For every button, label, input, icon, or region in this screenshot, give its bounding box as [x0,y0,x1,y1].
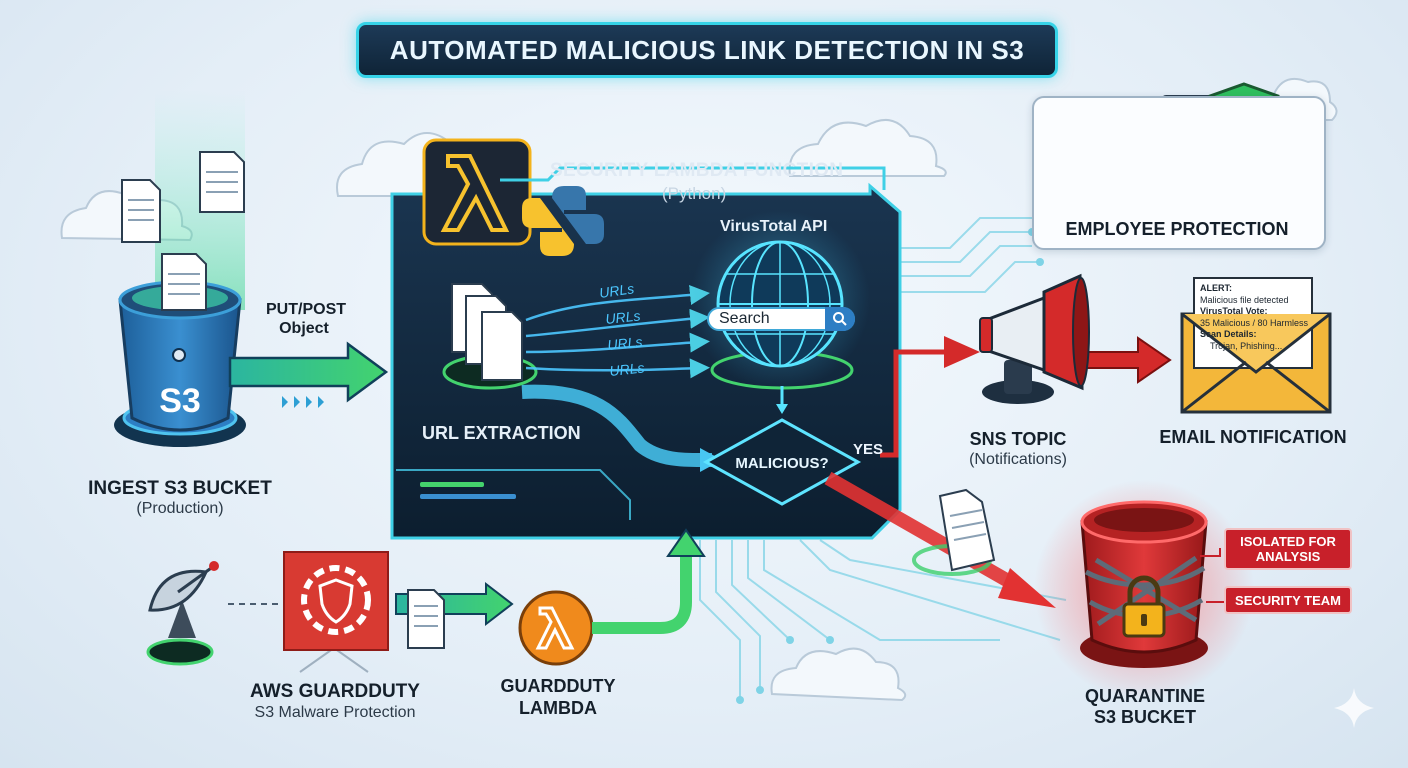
sns-title: SNS TOPIC [969,429,1067,449]
put-post-line1: PUT/POST [266,301,347,318]
alert-path [880,336,1172,458]
alert-line-5: Scan Details: [1200,329,1257,339]
document-lines [128,171,238,295]
url-label-4: URLs [609,359,645,379]
chain-icon [1084,555,1206,627]
guardduty-lambda-line2: LAMBDA [519,698,597,718]
put-post-label: PUT/POST Object [266,300,347,338]
search-icon [833,312,847,326]
url-label-1: URLs [598,280,635,301]
quarantine-title-line2: S3 BUCKET [1093,707,1196,727]
megaphone-icon [979,273,1090,404]
email-title: EMAIL NOTIFICATION [1159,427,1347,447]
panel-header-frame [500,166,886,190]
satellite-dish-icon [146,561,219,666]
alert-line-3: VirusTotal Vote: [1200,306,1268,316]
quarantine-connectors [1200,548,1226,603]
python-icon [522,186,604,256]
employee-protection-card [1032,96,1326,250]
guardduty-title: AWS GUARDDUTY [250,681,420,702]
url-label-2: URLs [605,307,641,327]
lambda-panel-title: SECURITY LAMBDA FUNCTION [550,160,844,181]
ingest-title: INGEST S3 BUCKET [88,478,272,499]
put-post-line2: Object [279,320,329,337]
virustotal-label: VirusTotal API [720,218,828,235]
envelope-icon [1180,277,1332,414]
shield-gear-icon [283,551,389,673]
guardduty-lambda-line1: GUARDDUTY [500,676,616,696]
guardduty-arrowhead [666,528,706,557]
search-placeholder: Search [719,310,770,327]
guardduty-lambda-icon [518,590,594,666]
guardduty-arrow [395,581,514,649]
url-labels: URLs URLs URLs URLs [598,280,645,379]
guardduty-subtitle: S3 Malware Protection [254,704,416,721]
alert-line-4: 35 Malicious / 80 Harmless [1200,317,1309,328]
quarantine-title-line1: QUARANTINE [1085,686,1205,706]
lock-icon [1122,575,1166,638]
circuit-traces [699,217,1067,700]
globe-arrowhead [776,404,788,414]
lambda-panel-subtitle: (Python) [662,184,727,203]
url-stream [525,285,710,379]
alert-line-6: Trojan, Phishing... [1210,340,1283,351]
decision-label: MALICIOUS? [735,455,828,472]
extraction-to-decision-arrow [521,384,713,468]
url-documents-icon [442,283,538,390]
isolated-tag: ISOLATED FOR ANALYSIS [1224,528,1352,570]
lambda-icon [422,138,532,246]
alert-line-1: ALERT: [1200,283,1232,293]
put-object-arrow [228,341,389,408]
quarantine-path [824,471,1056,608]
employee-protection-title: EMPLOYEE PROTECTION [1065,219,1289,239]
s3-bucket-label: S3 [159,382,201,420]
search-button[interactable] [825,307,855,331]
malicious-decision-diamond [702,418,862,506]
url-extraction-label: URL EXTRACTION [422,423,581,443]
sns-subtitle: (Notifications) [969,451,1067,468]
alert-line-2: Malicious file detected [1200,294,1289,305]
url-label-3: URLs [607,333,643,353]
page-title: AUTOMATED MALICIOUS LINK DETECTION IN S3 [356,22,1058,78]
security-team-tag: SECURITY TEAM [1224,586,1352,614]
alert-message: ALERT: Malicious file detected VirusTota… [1200,283,1308,352]
globe-icon [690,210,870,390]
yes-label: YES [853,441,883,458]
sparkle-icon [1334,688,1374,728]
ingest-subtitle: (Production) [136,500,224,517]
guardduty-to-lambda-arrow [592,552,692,634]
